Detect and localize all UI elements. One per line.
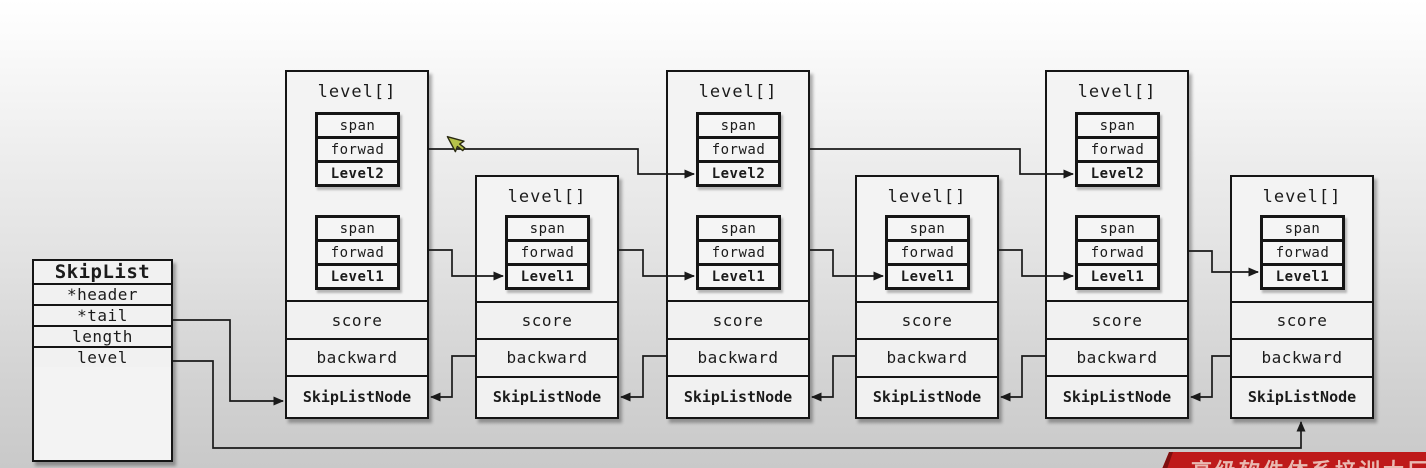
forward-cell: forwad [1076, 240, 1159, 265]
level-array-label: level[] [507, 187, 587, 207]
skiplist-field-header: *header [34, 283, 171, 304]
mouse-cursor-icon [446, 135, 466, 153]
skiplistnode-label: SkipListNode [1047, 375, 1187, 417]
skiplist-field-tail: *tail [34, 304, 171, 325]
skiplistnode-label: SkipListNode [1232, 375, 1372, 417]
skiplistnode-label: SkipListNode [287, 375, 427, 417]
level-name-cell: Level1 [1261, 264, 1344, 289]
forward-cell: forwad [1261, 240, 1344, 265]
level-name-cell: Level1 [316, 264, 399, 289]
forward-cell: forwad [1076, 137, 1159, 162]
score-row: score [477, 300, 617, 339]
pointer-arrow [1000, 355, 1045, 402]
span-cell: span [316, 113, 399, 138]
span-cell: span [506, 216, 589, 241]
score-row: score [857, 300, 997, 339]
backward-row: backward [1047, 337, 1187, 376]
level-name-cell: Level1 [506, 264, 589, 289]
forward-cell: forwad [506, 240, 589, 265]
skiplist-title: SkipList [34, 261, 171, 283]
forward-cell: forwad [697, 137, 780, 162]
skiplist-field-length: length [34, 325, 171, 346]
backward-row: backward [1232, 338, 1372, 376]
level-name-cell: Level1 [886, 264, 969, 289]
level-name-cell: Level1 [697, 264, 780, 289]
backward-row: backward [668, 337, 808, 376]
forward-cell: forwad [316, 240, 399, 265]
forward-cell: forwad [697, 240, 780, 265]
level-array-label: level[] [698, 82, 778, 102]
span-cell: span [697, 216, 780, 241]
backward-row: backward [857, 338, 997, 376]
banner-edge [1155, 452, 1173, 468]
skiplistnode-label: SkipListNode [477, 375, 617, 417]
span-cell: span [1076, 113, 1159, 138]
forward-cell: forwad [316, 137, 399, 162]
score-row: score [1047, 300, 1187, 338]
skiplistnode-label: SkipListNode [668, 375, 808, 417]
skiplist-field-level: level [34, 346, 171, 367]
level-array-label: level[] [887, 187, 967, 207]
level-array-label: level[] [1262, 187, 1342, 207]
level-array-label: level[] [1077, 82, 1157, 102]
span-cell: span [697, 113, 780, 138]
pointer-arrow [1190, 355, 1230, 402]
forward-cell: forwad [886, 240, 969, 265]
pointer-arrow [620, 355, 666, 402]
score-row: score [287, 300, 427, 338]
span-cell: span [1076, 216, 1159, 241]
skiplist-struct-box: SkipList *header *tail length level [32, 259, 173, 462]
span-cell: span [1261, 216, 1344, 241]
pointer-arrow [430, 355, 475, 402]
watermark-banner: 高级软件体系培训大厂 [1155, 452, 1426, 468]
level-array-label: level[] [317, 82, 397, 102]
pointer-arrow [810, 148, 1074, 179]
score-row: score [1232, 300, 1372, 339]
backward-row: backward [477, 338, 617, 376]
level-name-cell: Level1 [1076, 264, 1159, 289]
level-name-cell: Level2 [1076, 161, 1159, 186]
score-row: score [668, 300, 808, 338]
skiplistnode-label: SkipListNode [857, 375, 997, 417]
level-name-cell: Level2 [697, 161, 780, 186]
backward-row: backward [287, 337, 427, 376]
span-cell: span [316, 216, 399, 241]
banner-text: 高级软件体系培训大厂 [1191, 455, 1426, 468]
pointer-arrow [811, 355, 855, 402]
level-name-cell: Level2 [316, 161, 399, 186]
pointer-arrow [429, 148, 695, 179]
span-cell: span [886, 216, 969, 241]
pointer-arrow [173, 319, 284, 406]
